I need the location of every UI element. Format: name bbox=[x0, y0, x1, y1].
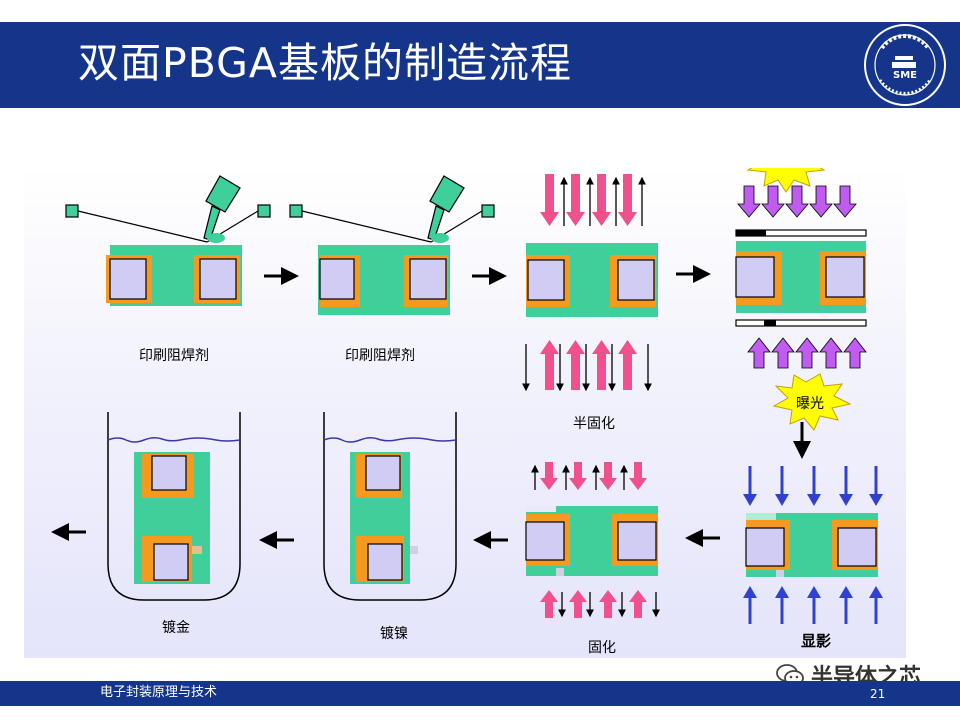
screen-frame-right bbox=[481, 204, 495, 218]
solder-resist-paste bbox=[431, 233, 449, 243]
screen-frame-right bbox=[257, 204, 271, 218]
pad-opening bbox=[825, 256, 865, 298]
pad-opening bbox=[409, 258, 447, 300]
squeegee-handle bbox=[429, 175, 465, 213]
process-diagram: 印刷阻焊剂 印刷阻焊剂 bbox=[24, 168, 906, 658]
label-exposure: 曝光 bbox=[796, 396, 824, 412]
developed-opening bbox=[776, 570, 784, 577]
footer-course-title: 电子封装原理与技术 bbox=[100, 685, 218, 700]
electrolyte-surface bbox=[107, 436, 241, 443]
resist-opening bbox=[526, 506, 556, 512]
label-semi-cure: 半固化 bbox=[573, 416, 615, 432]
step-cure: 固化 bbox=[525, 462, 660, 656]
screen-mesh-line bbox=[301, 210, 432, 243]
step-nickel-plating: 镀镍 bbox=[323, 412, 457, 642]
cure-arrows-bottom bbox=[540, 590, 660, 618]
step-semi-cure: 半固化 bbox=[522, 174, 658, 432]
slide-title: 双面PBGA基板的制造流程 bbox=[78, 39, 572, 87]
exposure-burst-icon bbox=[772, 373, 852, 431]
plating-tank bbox=[323, 412, 457, 601]
developer-arrows-top bbox=[743, 466, 883, 506]
page-number: 21 bbox=[870, 687, 886, 701]
cure-arrows-top bbox=[531, 462, 647, 490]
pad-opening bbox=[525, 521, 565, 561]
step-exposure: UV 曝光 bbox=[735, 168, 867, 431]
label-gold: 镀金 bbox=[162, 619, 190, 636]
footer-bar bbox=[0, 681, 960, 706]
pad-opening bbox=[151, 455, 187, 491]
title-bar bbox=[0, 22, 960, 108]
uv-arrows-top bbox=[737, 185, 857, 218]
pad-opening bbox=[153, 543, 189, 581]
pad-opening bbox=[367, 543, 403, 581]
label-cure: 固化 bbox=[588, 640, 616, 656]
step-gold-plating: 镀金 bbox=[107, 412, 241, 636]
developer-arrows-bottom bbox=[743, 586, 883, 624]
exposure-arrows-top bbox=[540, 174, 646, 226]
developed-opening bbox=[746, 513, 776, 521]
label-develop: 显影 bbox=[801, 632, 831, 650]
plating-tank bbox=[107, 412, 241, 601]
svg-text:SME: SME bbox=[893, 70, 917, 81]
resist-opening bbox=[556, 568, 564, 576]
pad-opening bbox=[735, 256, 775, 298]
pad-opening bbox=[319, 258, 355, 300]
label-print-1: 印刷阻焊剂 bbox=[139, 348, 209, 364]
label-print-2: 印刷阻焊剂 bbox=[345, 348, 415, 364]
pad-opening bbox=[617, 521, 657, 561]
university-seal-logo: SME bbox=[864, 24, 946, 106]
exposure-arrows-bottom bbox=[522, 340, 652, 392]
step-print-second-side: 印刷阻焊剂 bbox=[289, 175, 495, 364]
uv-arrows-bottom bbox=[747, 337, 867, 369]
screen-frame-left bbox=[289, 204, 303, 218]
mask-dark-region bbox=[736, 230, 766, 236]
photomask-bottom bbox=[735, 319, 867, 327]
pad-opening bbox=[365, 455, 401, 491]
label-nickel: 镀镍 bbox=[380, 625, 408, 642]
uv-light-burst-icon bbox=[746, 168, 826, 193]
pad-opening bbox=[617, 259, 655, 301]
step-develop: 显影 bbox=[743, 466, 883, 650]
electrolyte-surface bbox=[323, 436, 457, 443]
pad-opening bbox=[837, 527, 877, 567]
step-print-first-side: 印刷阻焊剂 bbox=[65, 175, 271, 364]
pad-opening bbox=[527, 259, 565, 301]
screen-mesh-line bbox=[77, 210, 208, 243]
squeegee-handle bbox=[205, 175, 241, 213]
resist-opening bbox=[410, 546, 418, 554]
gold-plated-opening bbox=[192, 546, 202, 554]
mask-dark-region bbox=[764, 320, 776, 326]
solder-resist-paste bbox=[207, 233, 225, 243]
pad-opening bbox=[745, 527, 785, 567]
pad-opening bbox=[109, 258, 147, 300]
process-diagram-svg: 印刷阻焊剂 印刷阻焊剂 bbox=[51, 168, 883, 656]
pad-opening bbox=[199, 258, 237, 300]
screen-frame-left bbox=[65, 204, 79, 218]
